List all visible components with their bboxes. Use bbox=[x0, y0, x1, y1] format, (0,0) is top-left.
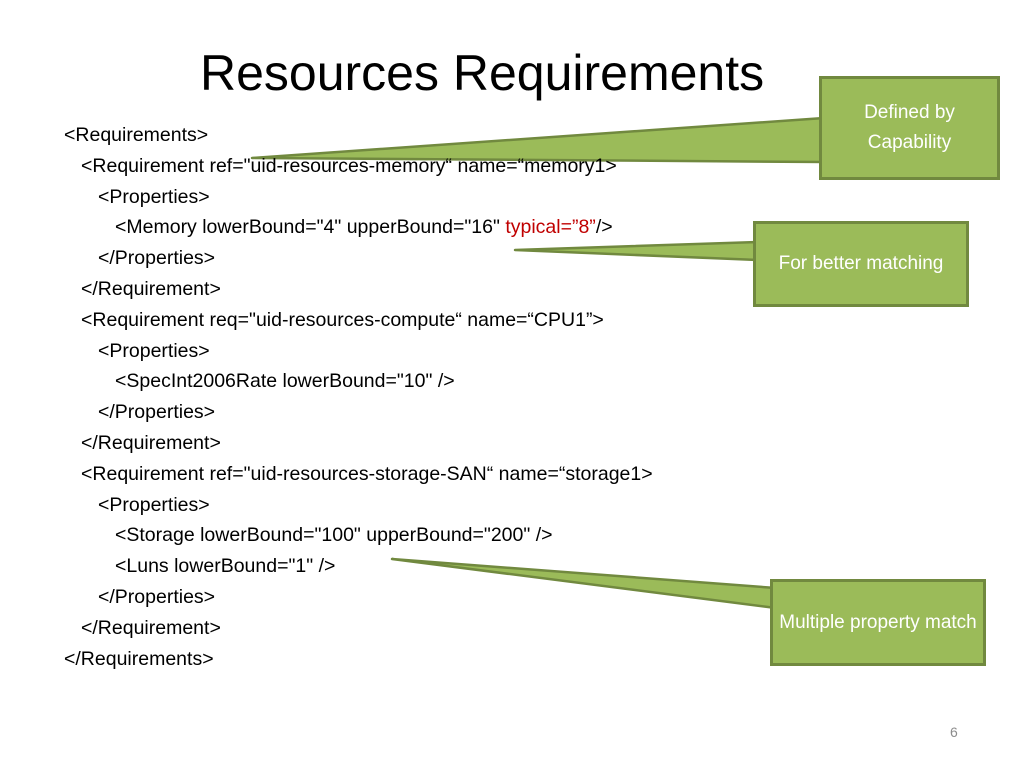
code-line: </Requirement> bbox=[64, 274, 653, 305]
code-line: </Requirement> bbox=[64, 613, 653, 644]
code-text: <Requirement ref="uid-resources-storage-… bbox=[81, 462, 653, 485]
code-text: </Requirement> bbox=[81, 431, 221, 454]
xml-code-block: <Requirements> <Requirement ref="uid-reso… bbox=[64, 120, 653, 674]
code-line: <Requirement ref="uid-resources-memory“ … bbox=[64, 151, 653, 182]
code-text: <SpecInt2006Rate lowerBound="10" /> bbox=[115, 370, 455, 393]
code-line: <Properties> bbox=[64, 336, 653, 367]
code-line: <Requirement ref="uid-resources-storage-… bbox=[64, 459, 653, 490]
code-text-after: /> bbox=[595, 216, 613, 239]
code-text: </Properties> bbox=[98, 247, 216, 270]
callout-multiple-property-match: Multiple property match bbox=[770, 579, 986, 666]
code-text: <Properties> bbox=[98, 493, 210, 516]
code-text: </Properties> bbox=[98, 401, 216, 424]
page-number: 6 bbox=[950, 724, 958, 740]
code-line: <Memory lowerBound="4" upperBound="16" t… bbox=[64, 212, 653, 243]
code-text: </Requirement> bbox=[81, 277, 221, 300]
code-text: <Requirement req="uid-resources-compute“… bbox=[81, 308, 604, 331]
code-text: </Requirement> bbox=[81, 616, 221, 639]
code-line: <Properties> bbox=[64, 182, 653, 213]
code-line: <Requirements> bbox=[64, 120, 653, 151]
code-line: <Requirement req="uid-resources-compute“… bbox=[64, 305, 653, 336]
code-line: </Properties> bbox=[64, 243, 653, 274]
code-line: <Luns lowerBound="1" /> bbox=[64, 551, 653, 582]
code-text: <Requirements> bbox=[64, 124, 209, 146]
code-text: <Properties> bbox=[98, 185, 210, 208]
code-line: </Properties> bbox=[64, 582, 653, 613]
code-text: <Requirement ref="uid-resources-memory“ … bbox=[81, 154, 617, 177]
slide-title: Resources Requirements bbox=[200, 45, 765, 101]
code-text: </Properties> bbox=[98, 585, 216, 608]
code-line: </Requirement> bbox=[64, 428, 653, 459]
code-line: <Properties> bbox=[64, 490, 653, 521]
code-text: <Properties> bbox=[98, 339, 210, 362]
code-text: <Luns lowerBound="1" /> bbox=[115, 555, 336, 578]
code-text: </Requirements> bbox=[64, 647, 214, 670]
code-highlight: typical=”8” bbox=[505, 216, 596, 239]
callout-for-better-matching: For better matching bbox=[753, 221, 969, 307]
code-text: <Memory lowerBound="4" upperBound="16" bbox=[115, 216, 506, 239]
code-line: <Storage lowerBound="100" upperBound="20… bbox=[64, 520, 653, 551]
code-line: </Properties> bbox=[64, 397, 653, 428]
code-line: </Requirements> bbox=[64, 644, 653, 675]
code-text: <Storage lowerBound="100" upperBound="20… bbox=[115, 524, 553, 547]
code-line: <SpecInt2006Rate lowerBound="10" /> bbox=[64, 366, 653, 397]
callout-defined-by-capability: Defined by Capability bbox=[819, 76, 1000, 180]
